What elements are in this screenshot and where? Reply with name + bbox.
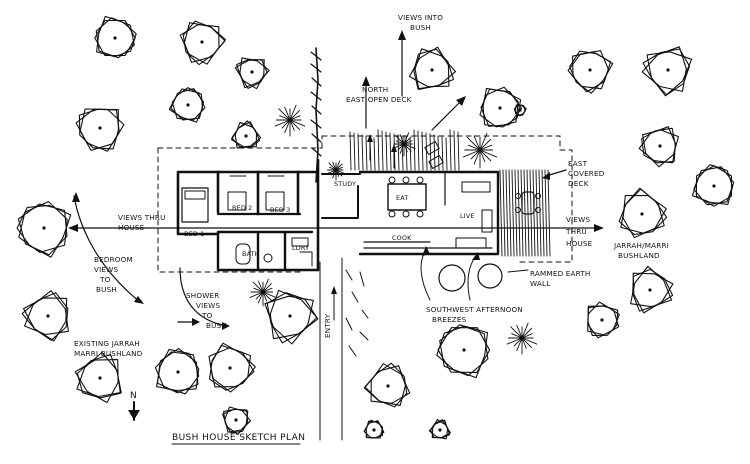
tree [21,290,69,342]
tree [513,103,527,117]
label-southwest-breezes-1: SOUTHWEST AFTERNOON [426,305,523,314]
tree [94,15,137,59]
tree [168,87,206,123]
label-bedroom-views-2: VIEWS [94,265,118,274]
shrub-starbursts [249,104,538,355]
label-east-covered-deck-1: EAST [568,159,588,168]
label-east-covered-deck-2: COVERED [568,169,605,178]
deck-furniture [424,141,541,215]
room-bed2: BED 2 [232,204,252,212]
label-bedroom-views-1: BEDROOM [94,255,133,264]
label-southwest-breezes-2: BREEZES [432,315,467,324]
shrub [506,322,538,355]
label-shower-views-2: VIEWS [196,301,220,310]
label-entry: ENTRY [323,313,332,338]
label-views-thru-house-right-1: VIEWS [566,215,590,224]
label-views-thru-house-right-2: THRU [565,227,587,236]
room-study: STUDY [334,180,356,188]
north-marker-letter: N [130,391,137,401]
sketch-title: BUSH HOUSE SKETCH PLAN [172,433,305,443]
label-existing-bushland-1: EXISTING JARRAH [74,339,140,348]
tree [363,362,411,408]
tree [74,351,122,404]
shrub [462,132,498,169]
site-boundary [157,135,573,273]
tree [154,348,200,395]
tree [691,164,735,207]
tree [436,324,491,379]
label-shower-views-4: BUSH [206,321,227,330]
room-bath: BATH [242,250,260,258]
tree [587,301,620,339]
tree [363,419,385,439]
room-cook: COOK [392,234,412,242]
bushland-trees [16,15,735,440]
room-bed3: BED 3 [270,206,290,214]
tree [230,120,262,149]
label-existing-bushland-2: MARRI BUSHLAND [74,349,143,358]
arrows [68,30,604,330]
tree [222,406,252,436]
label-shower-views-3: TO [201,311,213,320]
label-views-thru-house-left-2: HOUSE [118,223,145,232]
north-marker: N [128,391,140,421]
east-covered-deck-hatching [499,169,551,257]
room-bed1: BED 1 [184,230,204,238]
label-views-into-bush-1: VIEWS INTO [398,13,443,22]
rammed-earth-circles [438,263,503,292]
tree [264,289,319,345]
label-north-east-deck-2: EAST OPEN DECK [346,95,412,104]
tree [618,187,668,239]
tree [641,46,693,97]
tree [234,57,270,90]
annotation-labels: VIEWS INTO BUSH NORTH EAST OPEN DECK EAS… [74,13,669,358]
label-shower-views-1: SHOWER [186,291,219,300]
shrub [326,160,346,181]
shrub [392,132,416,157]
tree [16,201,72,258]
tree [208,342,256,393]
label-views-thru-house-right-3: HOUSE [566,239,593,248]
room-eat: EAT [396,194,408,202]
tree [479,86,523,128]
tree [408,46,457,91]
label-bedroom-views-4: BUSH [96,285,117,294]
room-live: LIVE [460,212,475,220]
tree [638,126,680,168]
label-jarrah-marri-2: BUSHLAND [618,251,660,260]
label-views-into-bush-2: BUSH [410,23,431,32]
label-bedroom-views-3: TO [99,275,111,284]
tree [75,108,125,152]
tree [179,20,227,66]
room-ldry: LDRY [292,244,309,252]
label-views-thru-house-left-1: VIEWS THRU [118,213,166,222]
stone-pathway [310,47,369,441]
tree [428,419,451,440]
shrub [274,104,306,137]
tree [630,265,674,314]
label-jarrah-marri-1: JARRAH/MARRI [613,241,669,250]
label-rammed-earth-1: RAMMED EARTH [530,269,591,278]
house-walls [176,158,500,272]
tree [567,50,614,94]
label-north-east-deck-1: NORTH [362,85,388,94]
shrub [249,278,277,307]
label-rammed-earth-2: WALL [530,279,550,288]
label-east-covered-deck-3: DECK [568,179,589,188]
room-labels: BED 1 BED 2 BED 3 STUDY EAT COOK LIVE BA… [184,180,475,258]
